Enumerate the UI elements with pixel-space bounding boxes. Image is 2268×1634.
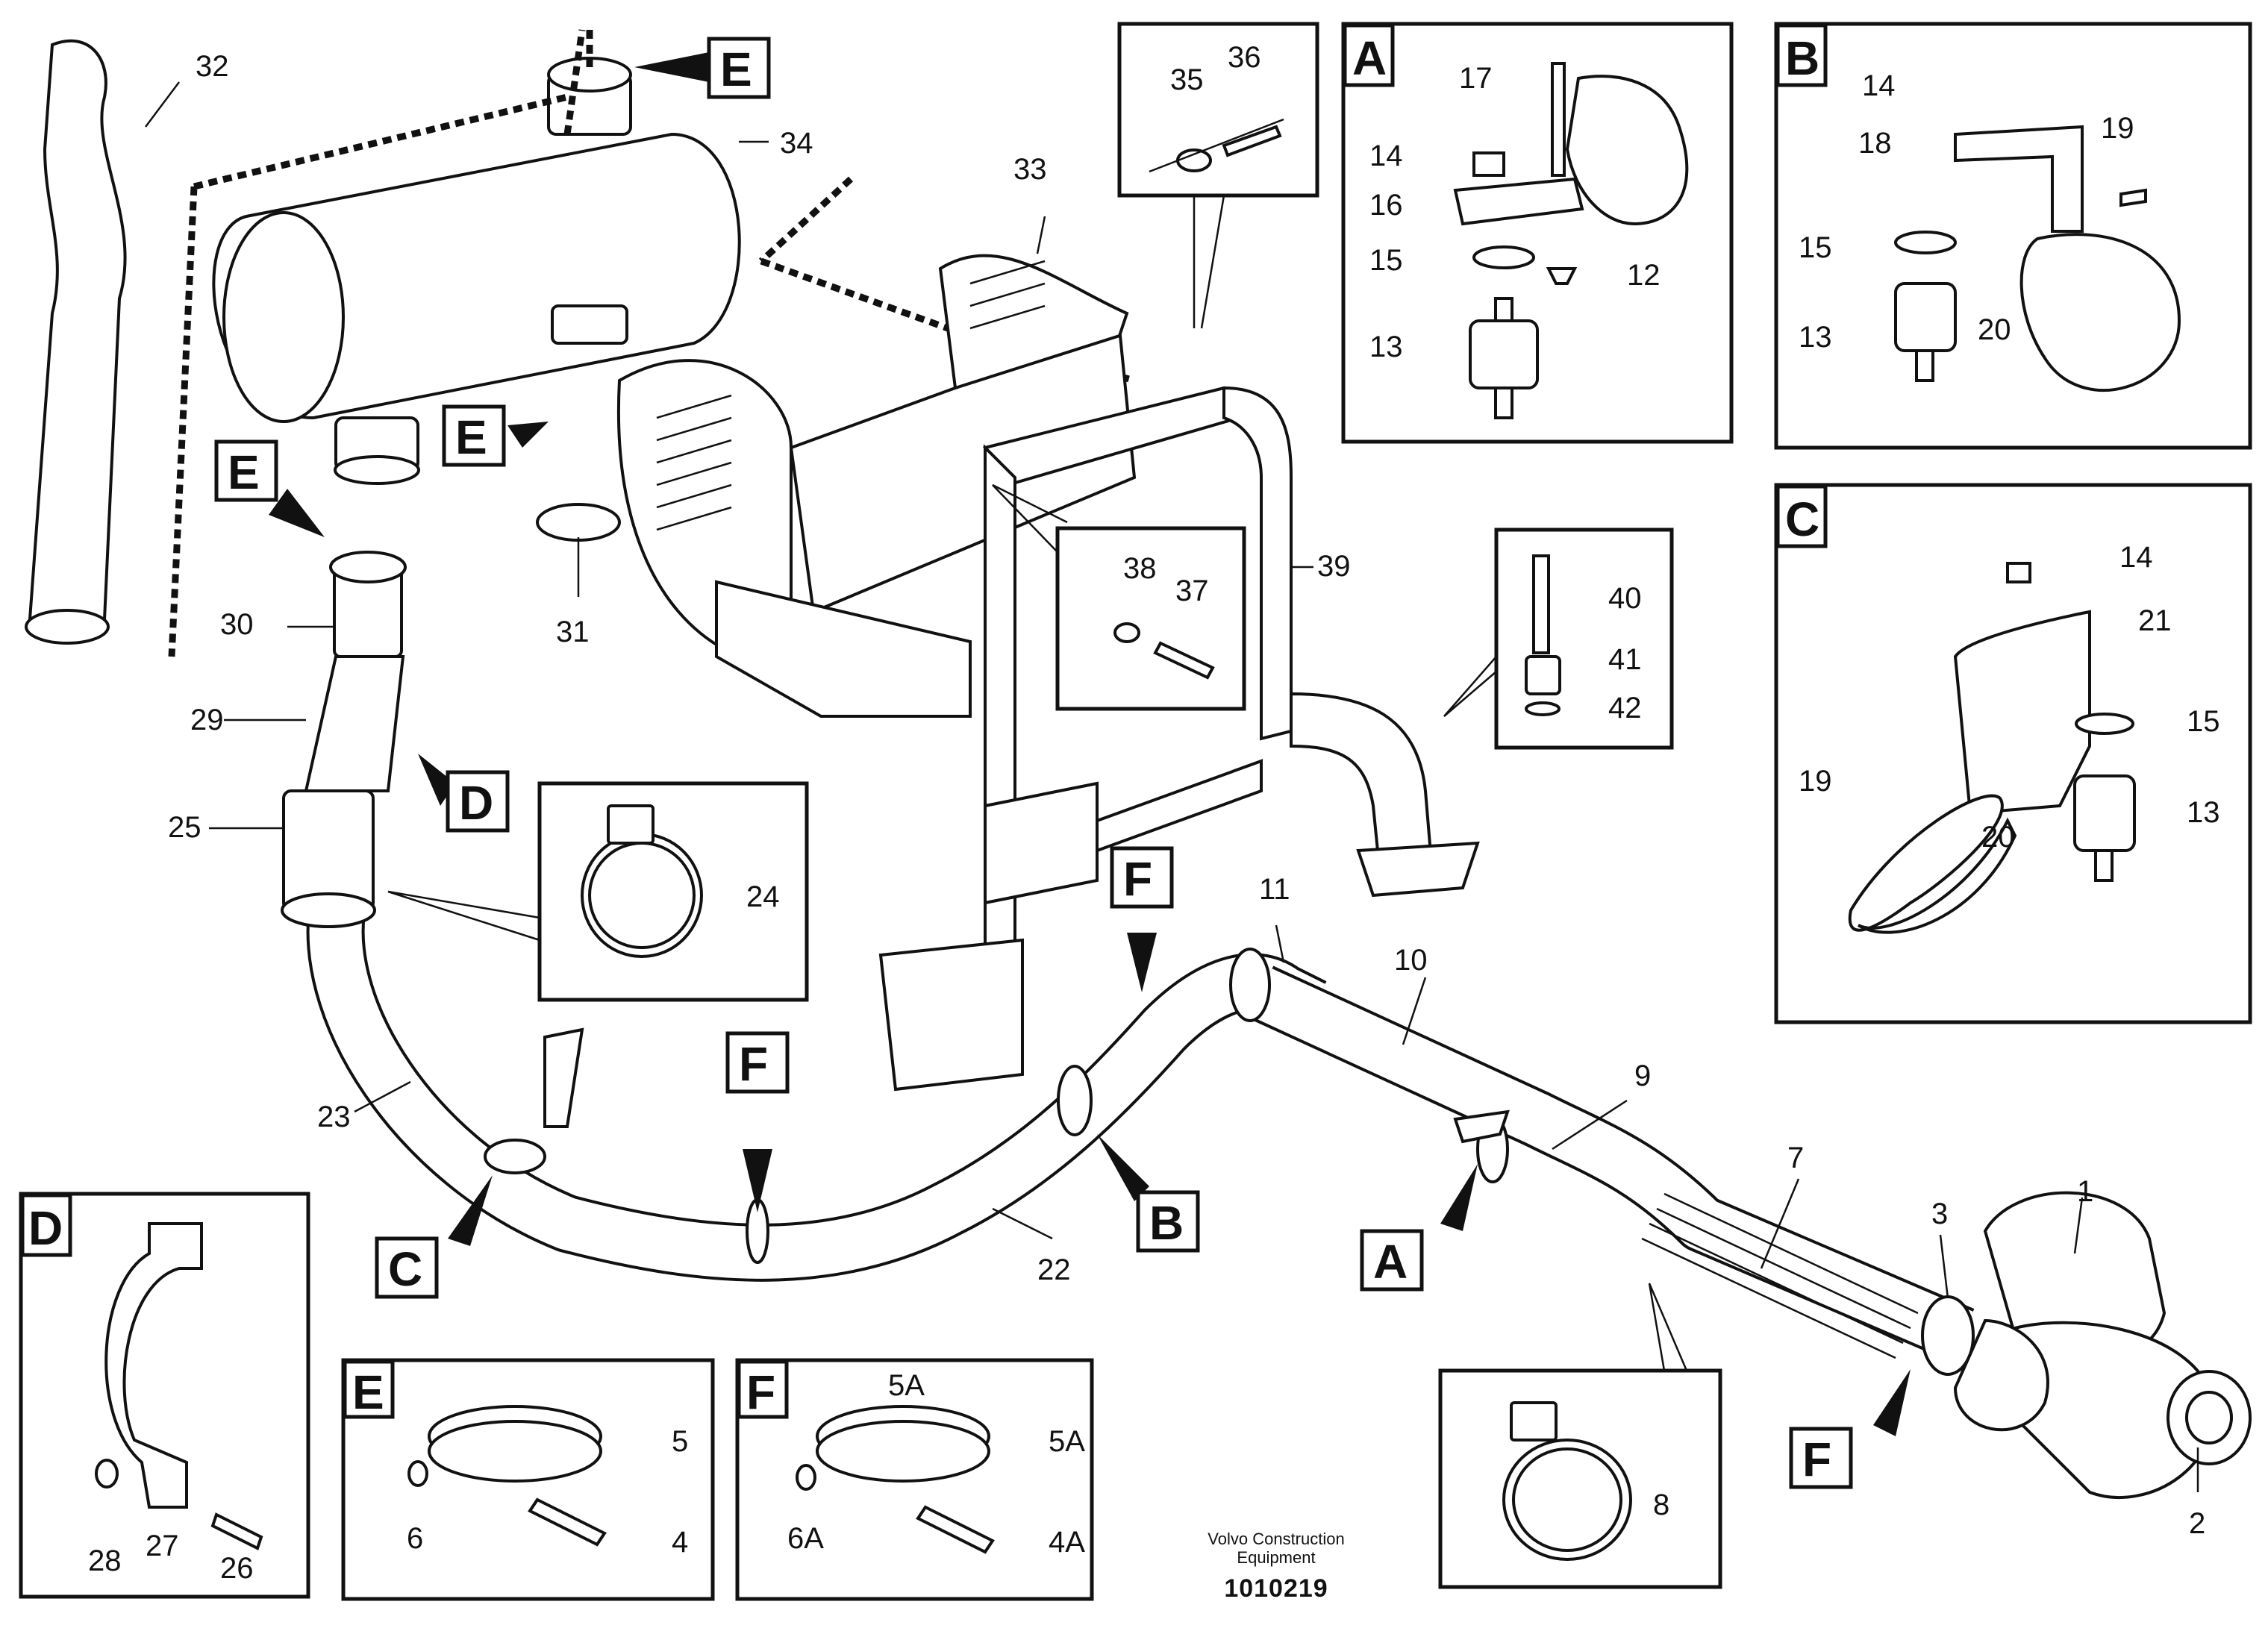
callout-26: 26: [220, 1552, 254, 1585]
callout-42: 42: [1608, 692, 1642, 724]
ref-a: A: [1373, 1235, 1408, 1289]
callout-36: 36: [1228, 41, 1261, 74]
support-frame: [715, 386, 1480, 1092]
callout-31: 31: [556, 616, 590, 648]
callout-35: 35: [1170, 63, 1204, 96]
callout-41: 41: [1608, 643, 1642, 676]
ref-e-top: E: [720, 43, 752, 96]
muffler: [212, 57, 741, 542]
callout-a12: 12: [1627, 259, 1661, 292]
detail-letter-d: D: [28, 1201, 63, 1255]
inlet-pipe-section: [281, 551, 407, 928]
callout-40: 40: [1608, 582, 1642, 615]
ref-e-mid: E: [455, 410, 487, 464]
flex-hose: [1641, 1192, 1919, 1359]
callout-5a-top: 5A: [888, 1369, 925, 1402]
callout-2: 2: [2189, 1507, 2205, 1540]
detail-box-b: [1774, 22, 2252, 450]
callout-27: 27: [146, 1530, 179, 1562]
detail-box-35-36: [1117, 22, 1319, 198]
tailpipe: [25, 39, 127, 645]
detail-letter-e: E: [352, 1365, 384, 1419]
detail-letter-a: A: [1352, 31, 1387, 85]
callout-28: 28: [88, 1544, 122, 1577]
ref-c: C: [388, 1242, 422, 1296]
main-exhaust-pipe: [306, 889, 1975, 1376]
detail-box-24: [537, 781, 809, 1002]
ref-e-left: E: [228, 445, 260, 499]
callout-cc19: 19: [1799, 765, 1832, 798]
callout-3: 3: [1931, 1198, 1948, 1230]
callout-labels: 1 2 3 7 9 10 11 22 23 24 25 29 30 31 32 …: [88, 41, 2220, 1585]
callout-cc13: 13: [2187, 796, 2220, 829]
detail-letters: A B C D E F: [20, 23, 1828, 1419]
callout-34: 34: [780, 127, 813, 160]
turbocharger: [1953, 1191, 2252, 1499]
ref-d: D: [459, 776, 493, 830]
callout-b19: 19: [2101, 112, 2134, 145]
callout-cc21: 21: [2138, 604, 2172, 637]
detail-letter-c: C: [1785, 492, 1819, 546]
heat-shield: [617, 254, 1137, 651]
callout-a16: 16: [1369, 189, 1403, 222]
document-number: 1010219: [1224, 1574, 1328, 1603]
detail-box-c: [1774, 483, 2252, 1024]
detail-letter-f: F: [746, 1365, 775, 1419]
callout-b13: 13: [1799, 321, 1832, 354]
detail-box-e: [341, 1358, 715, 1601]
detail-letter-b: B: [1785, 31, 1819, 85]
callout-11: 11: [1259, 873, 1290, 906]
detail-box-37-38: [1055, 526, 1246, 711]
callout-5a-side: 5A: [1049, 1425, 1085, 1458]
ref-b: B: [1149, 1196, 1184, 1250]
callout-b14: 14: [1862, 69, 1896, 102]
callout-30: 30: [220, 608, 254, 641]
callout-cc20: 20: [1981, 821, 2015, 854]
callout-33: 33: [1013, 153, 1047, 186]
callout-a15: 15: [1369, 244, 1403, 277]
callout-32: 32: [196, 50, 229, 83]
detail-box-d: [19, 1192, 310, 1599]
detail-box-a: [1341, 22, 1734, 444]
ref-f-right: F: [1802, 1433, 1831, 1486]
callout-4a: 4A: [1049, 1526, 1085, 1559]
detail-pointers: [387, 195, 1688, 1371]
callout-a17: 17: [1459, 62, 1493, 95]
callout-a14: 14: [1369, 140, 1403, 172]
callout-6a: 6A: [787, 1522, 824, 1555]
ref-f-upper: F: [1123, 852, 1152, 906]
reference-tags: E E E D C F F B A F: [214, 37, 1911, 1489]
ref-f-mid: F: [739, 1037, 768, 1091]
maker-line-2: Equipment: [1237, 1548, 1315, 1567]
detail-box-8: [1438, 1368, 1722, 1589]
callout-cc14: 14: [2119, 541, 2153, 574]
callout-25: 25: [168, 811, 202, 844]
callout-5: 5: [672, 1425, 688, 1458]
callout-24: 24: [746, 880, 780, 913]
callout-39: 39: [1317, 550, 1351, 583]
callout-7: 7: [1787, 1142, 1804, 1174]
callout-1: 1: [2077, 1175, 2093, 1208]
callout-22: 22: [1037, 1253, 1071, 1286]
callout-29: 29: [190, 704, 224, 736]
callout-9: 9: [1634, 1059, 1651, 1092]
callout-b20: 20: [1978, 313, 2011, 346]
callout-b15: 15: [1799, 231, 1832, 264]
detail-box-40-42: [1494, 528, 1674, 750]
callout-a13: 13: [1369, 331, 1403, 363]
callout-38: 38: [1123, 552, 1157, 585]
leader-lines: [145, 81, 2199, 1492]
callout-b18: 18: [1858, 127, 1892, 160]
callout-6: 6: [407, 1522, 423, 1555]
callout-4: 4: [672, 1526, 688, 1559]
callout-8: 8: [1653, 1489, 1669, 1521]
detail-box-f: [735, 1358, 1094, 1601]
callout-23: 23: [317, 1101, 351, 1133]
callout-37: 37: [1175, 575, 1209, 607]
maker-line-1: Volvo Construction: [1208, 1530, 1344, 1548]
callout-cc15: 15: [2187, 705, 2220, 738]
callout-10: 10: [1394, 944, 1428, 977]
